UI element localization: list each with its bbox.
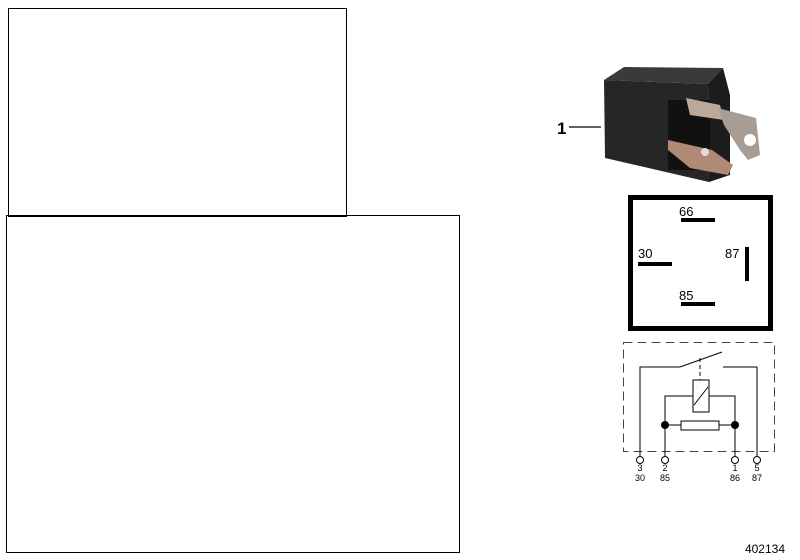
terminal-number: 2 [662, 463, 667, 473]
pin-label-85: 85 [679, 288, 693, 303]
terminal-label: 87 [752, 473, 762, 483]
pin-label-87: 87 [725, 246, 739, 261]
relay-photo[interactable] [604, 67, 760, 182]
terminal-label: 86 [730, 473, 740, 483]
terminal-number: 3 [637, 463, 642, 473]
image-placeholder-bottom [6, 215, 460, 553]
diagram-number: 402134 [745, 542, 785, 556]
image-placeholder-top [8, 8, 347, 217]
pinout-diagram: 66 30 87 85 [628, 195, 773, 331]
terminal-number: 1 [732, 463, 737, 473]
terminal-label: 85 [660, 473, 670, 483]
terminal-number: 5 [754, 463, 759, 473]
pin-label-66: 66 [679, 204, 693, 219]
part-callout[interactable]: 1 [557, 119, 566, 138]
pin-label-30: 30 [638, 246, 652, 261]
circuit-schematic [623, 342, 775, 464]
terminal-label: 30 [635, 473, 645, 483]
